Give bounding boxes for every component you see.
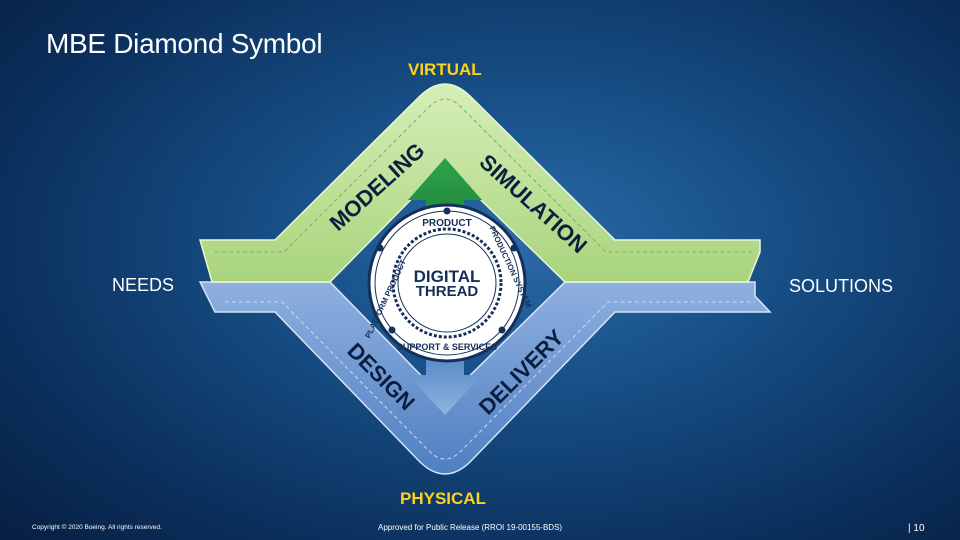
page-number: | 10 bbox=[908, 523, 925, 534]
seal-dot bbox=[376, 244, 384, 252]
seal-dot bbox=[510, 244, 518, 252]
page-title: MBE Diamond Symbol bbox=[46, 28, 323, 59]
seal-dot bbox=[443, 207, 451, 215]
seal-center-line2: THREAD bbox=[416, 283, 479, 300]
physical-band-inner-line bbox=[225, 301, 755, 460]
needs-label: NEEDS bbox=[112, 275, 175, 295]
virtual-label: VIRTUAL bbox=[408, 60, 482, 79]
seal-ring-bottom: SUPPORT & SERVICES bbox=[397, 342, 497, 352]
physical-label: PHYSICAL bbox=[400, 489, 486, 508]
solutions-label: SOLUTIONS bbox=[789, 276, 894, 296]
virtual-band bbox=[199, 83, 761, 283]
release-footer: Approved for Public Release (RROI 19-001… bbox=[378, 523, 563, 532]
seal-ring-top: PRODUCT bbox=[422, 218, 471, 229]
seal-dot bbox=[498, 326, 506, 334]
digital-thread-seal: PRODUCT PLATFORM PRODUCT PRODUCTION SYST… bbox=[364, 203, 533, 363]
seal-center-line1: DIGITAL bbox=[414, 267, 481, 286]
seal-dot bbox=[388, 326, 396, 334]
copyright-footer: Copyright © 2020 Boeing. All rights rese… bbox=[32, 524, 162, 531]
virtual-band-inner-line bbox=[215, 98, 752, 253]
